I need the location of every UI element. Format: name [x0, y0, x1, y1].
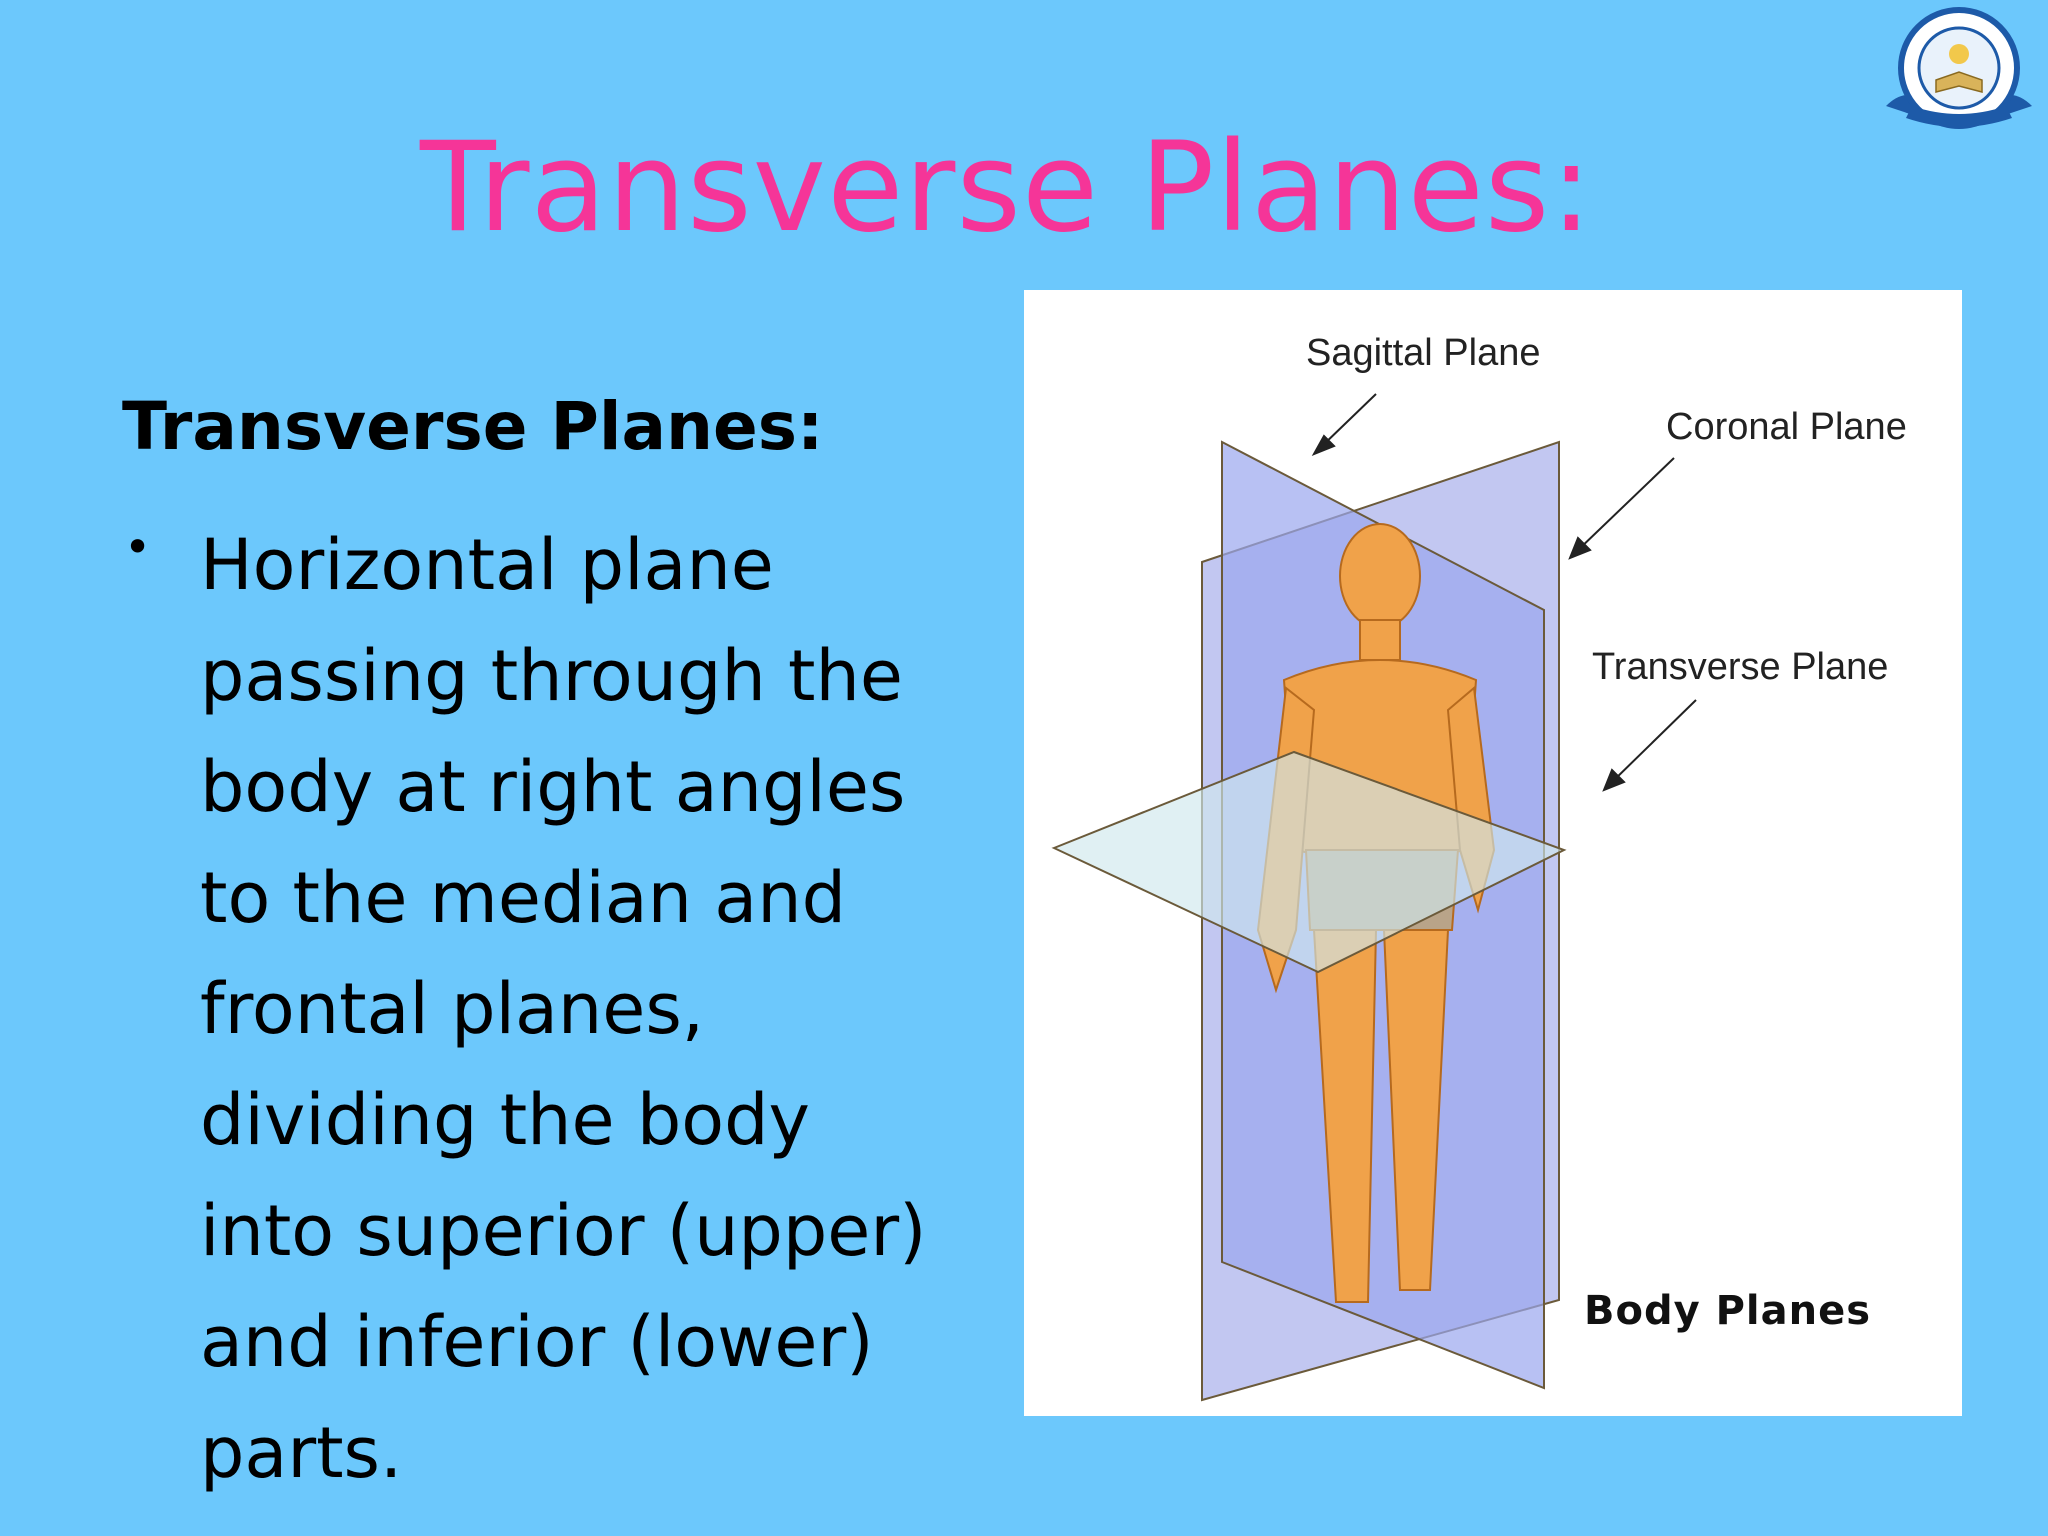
sagittal-plane-label: Sagittal Plane [1306, 332, 1541, 375]
transverse-plane-label: Transverse Plane [1592, 646, 1888, 689]
body-planes-illustration [1024, 290, 1962, 1416]
bullet-text: Horizontal plane passing through the bod… [200, 510, 1000, 1520]
university-logo [1876, 6, 2042, 134]
section-heading: Transverse Planes: [122, 388, 823, 465]
coronal-plane-label: Coronal Plane [1666, 406, 1907, 449]
slide-title: Transverse Planes: [420, 120, 1540, 256]
figure-caption: Body Planes [1584, 1288, 1871, 1334]
bullet-marker: • [124, 520, 151, 574]
body-planes-figure: Sagittal Plane Coronal Plane Transverse … [1024, 290, 1962, 1416]
